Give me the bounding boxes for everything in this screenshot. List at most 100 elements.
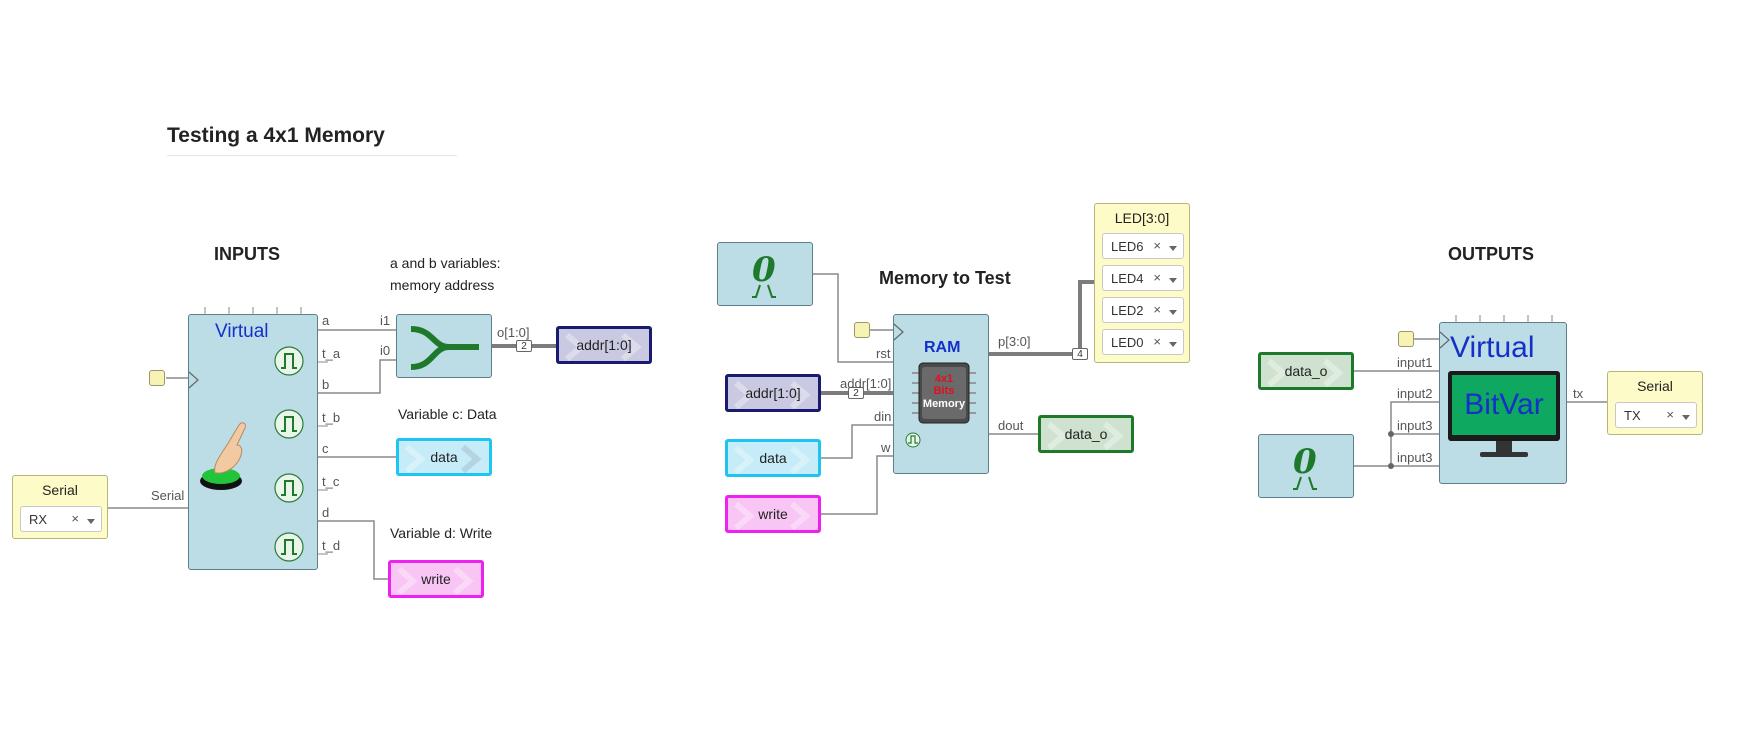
tag-addr-in[interactable]: addr[1:0] <box>725 374 821 412</box>
pin-o: o[1:0] <box>497 325 530 340</box>
chevron-decor-icon <box>790 381 811 409</box>
joiner-icon <box>410 326 479 370</box>
virtual-in-title: Virtual <box>215 321 269 342</box>
chevron-down-icon[interactable] <box>87 519 95 524</box>
constant-zero-block[interactable]: 0 <box>717 242 813 306</box>
clear-icon[interactable]: × <box>1153 270 1161 285</box>
clear-icon[interactable]: × <box>1153 302 1161 317</box>
tag-addr-in-label: addr[1:0] <box>745 385 801 401</box>
pin-input3-a: input3 <box>1397 418 1433 433</box>
chevron-down-icon[interactable] <box>1169 310 1177 315</box>
chevron-decor-icon <box>621 333 642 361</box>
svg-text:0: 0 <box>1293 443 1317 482</box>
tag-addr-out-label: addr[1:0] <box>576 337 632 353</box>
pulse-button-c[interactable] <box>273 472 305 504</box>
led-value-0: LED6 <box>1111 239 1144 254</box>
pulse-button-d[interactable] <box>273 531 305 563</box>
pin-dout: dout <box>998 418 1024 433</box>
bus-joiner-block[interactable] <box>396 314 492 378</box>
title-divider <box>167 155 457 156</box>
pin-i0: i0 <box>380 343 391 358</box>
chevron-decor-icon <box>453 567 474 595</box>
serial-rx-block[interactable]: Serial RX × <box>12 475 108 539</box>
svg-text:0: 0 <box>752 251 776 290</box>
clear-icon[interactable]: × <box>1153 238 1161 253</box>
constant-zero-icon: 0 <box>1293 443 1317 490</box>
comment-c: Variable c: Data <box>398 406 497 422</box>
led-value-3: LED0 <box>1111 335 1144 350</box>
pulse-icon <box>905 432 921 448</box>
monitor-base <box>1480 452 1528 457</box>
pulse-button-b[interactable] <box>273 408 305 440</box>
led-select-1[interactable]: LED4 × <box>1102 265 1184 291</box>
chevron-down-icon[interactable] <box>1169 342 1177 347</box>
chevron-decor-icon <box>1267 359 1288 387</box>
virtual-output-block[interactable]: Virtual BitVar <box>1439 315 1567 484</box>
pulse-button-a[interactable] <box>273 345 305 377</box>
tag-data-o-in[interactable]: data_o <box>1258 352 1354 390</box>
chevron-down-icon[interactable] <box>1169 278 1177 283</box>
chevron-decor-icon <box>734 446 755 474</box>
led-select-3[interactable]: LED0 × <box>1102 329 1184 355</box>
tag-data-o-out[interactable]: data_o <box>1038 415 1134 453</box>
monitor-stand <box>1496 441 1512 453</box>
chevron-down-icon[interactable] <box>1169 246 1177 251</box>
serial-tx-title: Serial <box>1637 378 1673 394</box>
memory-heading: Memory to Test <box>879 268 1011 288</box>
chevron-decor-icon <box>1047 422 1068 450</box>
pin-a: a <box>322 313 330 328</box>
chevron-decor-icon <box>1323 359 1344 387</box>
tag-write-out[interactable]: write <box>388 560 484 598</box>
wire-d-write <box>318 520 388 580</box>
constant-zero-block-2[interactable]: 0 <box>1258 434 1354 498</box>
serial-port-label: Serial <box>151 488 185 503</box>
led-select-2[interactable]: LED2 × <box>1102 297 1184 323</box>
chevron-decor-icon <box>734 502 755 530</box>
pin-p: p[3:0] <box>998 334 1031 349</box>
pin-tx: tx <box>1573 386 1584 401</box>
pin-input3-b: input3 <box>1397 450 1433 465</box>
serial-rx-value: RX <box>29 512 48 527</box>
chevron-decor-icon <box>565 333 586 361</box>
page-title: Testing a 4x1 Memory <box>167 124 385 147</box>
pin-d: d <box>322 505 330 520</box>
virtual-input-block[interactable]: Virtual <box>188 307 318 570</box>
virtual-pin-stubs <box>318 329 328 555</box>
clock-pin-virtual-out[interactable] <box>1398 331 1414 347</box>
clear-icon[interactable]: × <box>1153 334 1161 349</box>
serial-tx-block[interactable]: Serial TX × <box>1607 371 1703 435</box>
serial-rx-select[interactable]: RX × <box>20 506 102 532</box>
clear-icon[interactable]: × <box>1666 407 1674 422</box>
clock-pin-virtual-in[interactable] <box>149 370 165 386</box>
serial-rx-title: Serial <box>42 482 78 498</box>
inputs-heading: INPUTS <box>214 244 281 264</box>
outputs-heading: OUTPUTS <box>1448 244 1535 264</box>
led-select-0[interactable]: LED6 × <box>1102 233 1184 259</box>
comment-d: Variable d: Write <box>390 525 493 541</box>
ram-block[interactable]: RAM 4x1 Bits Memory <box>893 314 989 474</box>
pin-input1: input1 <box>1397 355 1433 370</box>
wire-zero-rst <box>813 273 893 363</box>
chevron-decor-icon <box>790 446 811 474</box>
chevron-decor-icon <box>790 502 811 530</box>
chevron-down-icon[interactable] <box>1682 415 1690 420</box>
tag-write-in[interactable]: write <box>725 495 821 533</box>
clock-pin-ram[interactable] <box>854 322 870 338</box>
pin-w: w <box>881 440 891 455</box>
pin-t-d: t_d <box>322 538 341 553</box>
tag-write-out-label: write <box>421 571 451 587</box>
clock-triangle-icon <box>188 371 199 389</box>
clear-icon[interactable]: × <box>71 511 79 526</box>
pin-t-c: t_c <box>322 474 340 489</box>
monitor-screen: BitVar <box>1452 375 1556 435</box>
wire-b-i0 <box>318 359 396 394</box>
pin-addr: addr[1:0] <box>840 376 892 391</box>
tag-data-in[interactable]: data <box>725 439 821 477</box>
led-value-2: LED2 <box>1111 303 1144 318</box>
tag-data-out[interactable]: data <box>396 438 492 476</box>
led-block[interactable]: LED[3:0] LED6 × LED4 × LED2 × LED0 × <box>1094 203 1190 363</box>
tag-addr-out[interactable]: addr[1:0] <box>556 326 652 364</box>
pin-b: b <box>322 377 330 392</box>
serial-tx-select[interactable]: TX × <box>1615 402 1697 428</box>
chevron-decor-icon <box>1103 422 1124 450</box>
